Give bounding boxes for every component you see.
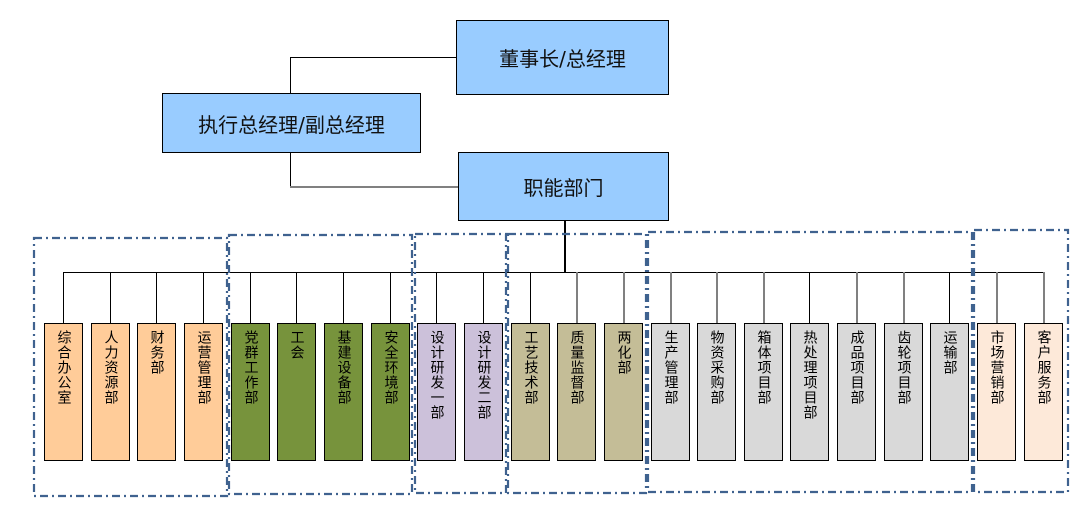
- market-group-frame: [972, 228, 1070, 494]
- connector-functional-stem: [564, 220, 566, 272]
- department-connector: [809, 272, 810, 323]
- department-label: 物资采购部: [708, 330, 725, 405]
- department-box: 运营管理部: [184, 323, 223, 461]
- department-label: 财务部: [148, 330, 165, 375]
- department-box: 安全环境部: [371, 323, 410, 461]
- department-box: 财务部: [137, 323, 176, 461]
- department-box: 两化部: [604, 323, 643, 461]
- connector-exec-up: [290, 57, 291, 93]
- department-connector: [1043, 272, 1045, 323]
- department-label: 设计研发二部: [475, 330, 492, 420]
- department-label: 市场营销部: [988, 330, 1005, 405]
- production-group-frame: [646, 230, 974, 494]
- department-connector: [483, 272, 484, 323]
- department-connector: [856, 272, 858, 323]
- department-label: 齿轮项目部: [895, 330, 912, 405]
- dash-dot-border: [972, 228, 1070, 494]
- department-label: 质量监督部: [568, 330, 585, 405]
- department-box: 热处理项目部: [790, 323, 829, 461]
- executive-label: 执行总经理/副总经理: [198, 112, 385, 137]
- functional-dept-box: 职能部门: [458, 152, 669, 221]
- chairman-label: 董事长/总经理: [499, 47, 626, 71]
- department-label: 设计研发一部: [428, 330, 445, 420]
- department-connector: [63, 272, 64, 323]
- department-box: 设计研发一部: [417, 323, 456, 461]
- design-group-frame: [413, 232, 508, 495]
- dash-dot-border: [227, 233, 414, 496]
- department-label: 人力资源部: [102, 330, 119, 405]
- connector-functional-h: [290, 186, 458, 188]
- department-box: 基建设备部: [324, 323, 363, 461]
- department-connector: [390, 272, 391, 323]
- department-connector: [530, 272, 531, 323]
- department-box: 运输部: [930, 323, 969, 461]
- department-connector: [996, 272, 998, 323]
- department-connector: [949, 272, 950, 323]
- department-label: 综合办公室: [55, 330, 72, 405]
- department-label: 运营管理部: [195, 330, 212, 405]
- party-group-frame: [227, 233, 414, 496]
- department-label: 客户服务部: [1035, 330, 1052, 405]
- department-box: 生产管理部: [651, 323, 690, 461]
- functional-dept-label: 职能部门: [523, 176, 604, 200]
- connector-exec-down: [290, 152, 291, 187]
- department-box: 党群工作部: [231, 323, 270, 461]
- department-connector: [203, 272, 204, 323]
- department-box: 综合办公室: [44, 323, 83, 461]
- department-label: 基建设备部: [335, 330, 352, 405]
- department-label: 安全环境部: [382, 330, 399, 405]
- department-box: 箱体项目部: [744, 323, 783, 461]
- department-box: 物资采购部: [697, 323, 736, 461]
- chairman-box: 董事长/总经理: [456, 20, 669, 95]
- department-connector: [576, 272, 578, 323]
- department-box: 工会: [277, 323, 316, 461]
- department-box: 设计研发二部: [464, 323, 503, 461]
- department-bus: [64, 272, 1044, 273]
- department-box: 工艺技术部: [511, 323, 550, 461]
- department-box: 市场营销部: [977, 323, 1016, 461]
- dash-dot-border: [646, 230, 974, 494]
- department-connector: [716, 272, 718, 323]
- department-label: 工艺技术部: [522, 330, 539, 405]
- department-box: 成品项目部: [837, 323, 876, 461]
- department-box: 质量监督部: [557, 323, 596, 461]
- department-label: 工会: [288, 330, 305, 360]
- dash-dot-border: [413, 232, 508, 495]
- department-connector: [296, 272, 297, 323]
- department-connector: [763, 272, 765, 323]
- department-connector: [903, 272, 905, 323]
- department-connector: [670, 272, 672, 323]
- department-connector: [623, 272, 625, 323]
- department-connector: [436, 272, 437, 323]
- department-label: 热处理项目部: [801, 330, 818, 420]
- department-label: 成品项目部: [848, 330, 865, 405]
- department-box: 人力资源部: [91, 323, 130, 461]
- department-box: 齿轮项目部: [884, 323, 923, 461]
- department-label: 党群工作部: [242, 330, 259, 405]
- department-connector: [156, 272, 157, 323]
- department-connector: [250, 272, 251, 323]
- department-connector: [110, 272, 111, 323]
- connector-chairman-h: [290, 57, 456, 58]
- executive-box: 执行总经理/副总经理: [162, 93, 421, 153]
- department-label: 两化部: [615, 330, 632, 375]
- department-label: 箱体项目部: [755, 330, 772, 405]
- dash-dot-border: [32, 236, 229, 498]
- department-label: 运输部: [941, 330, 958, 375]
- department-box: 客户服务部: [1024, 323, 1063, 461]
- admin-group-frame: [32, 236, 229, 498]
- department-label: 生产管理部: [662, 330, 679, 405]
- department-connector: [343, 272, 344, 323]
